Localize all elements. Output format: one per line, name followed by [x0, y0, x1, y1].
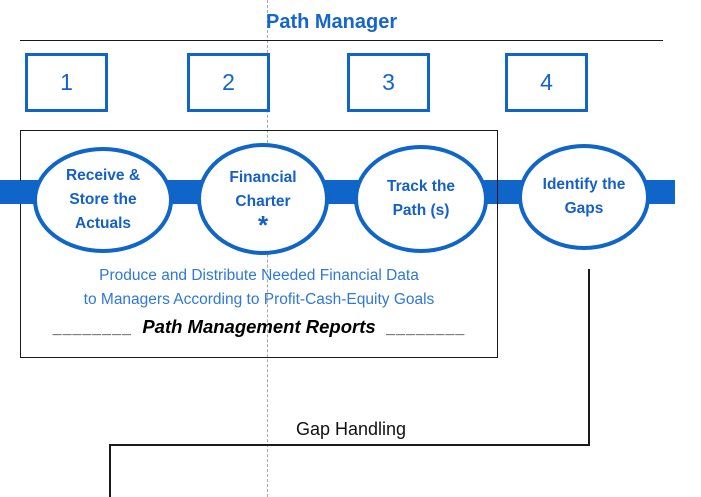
reports-label: Path Management Reports	[142, 316, 376, 337]
circle-text-line: Track the	[386, 178, 456, 195]
circle-text-line: Store the	[69, 191, 137, 208]
step-number-4: 4	[540, 69, 553, 95]
underscore-rule-left: ________	[52, 320, 132, 337]
circle-text-line: Gaps	[564, 200, 604, 217]
underscore-rule-right: ________	[386, 320, 466, 337]
gap-handling-label: Gap Handling	[295, 419, 407, 439]
circle-text-line: Identify the	[542, 176, 626, 193]
circle-identify-the-gaps: Identify the Gaps	[518, 144, 650, 250]
step-number-1: 1	[60, 69, 73, 95]
path-management-reports-line: ________ Path Management Reports _______…	[20, 316, 498, 338]
rect-paragraph-line-2: to Managers According to Profit-Cash-Equ…	[83, 291, 435, 308]
rect-paragraph-line-1: Produce and Distribute Needed Financial …	[99, 267, 419, 284]
title-underline-rule	[20, 40, 663, 41]
step-box-1: 1	[25, 53, 108, 112]
circle-track-the-path: Track the Path (s)	[354, 145, 488, 253]
circle-text-line: Path (s)	[392, 202, 450, 219]
page-title: Path Manager	[266, 11, 398, 33]
circle-text-line: Receive &	[65, 167, 141, 184]
connector-horizontal	[109, 444, 590, 446]
step-number-2: 2	[222, 69, 235, 95]
circle-receive-store-actuals: Receive & Store the Actuals	[33, 147, 173, 253]
circle-text-line: Financial	[229, 168, 297, 186]
rect-paragraph: Produce and Distribute Needed Financial …	[20, 264, 498, 312]
circle-text-line: Actuals	[75, 215, 131, 232]
circle-financial-charter: Financial Charter *	[197, 143, 329, 255]
band-over-border-patch	[17, 180, 27, 204]
step-box-4: 4	[505, 53, 588, 112]
step-box-2: 2	[187, 53, 270, 112]
connector-vertical-from-gaps	[588, 269, 590, 445]
asterisk-footnote-mark: *	[257, 209, 269, 240]
step-box-3: 3	[347, 53, 430, 112]
connector-vertical-down-left	[109, 444, 111, 497]
step-number-3: 3	[382, 69, 395, 95]
circle-text-line: Charter	[235, 192, 291, 210]
reports-container-rectangle	[20, 130, 498, 358]
